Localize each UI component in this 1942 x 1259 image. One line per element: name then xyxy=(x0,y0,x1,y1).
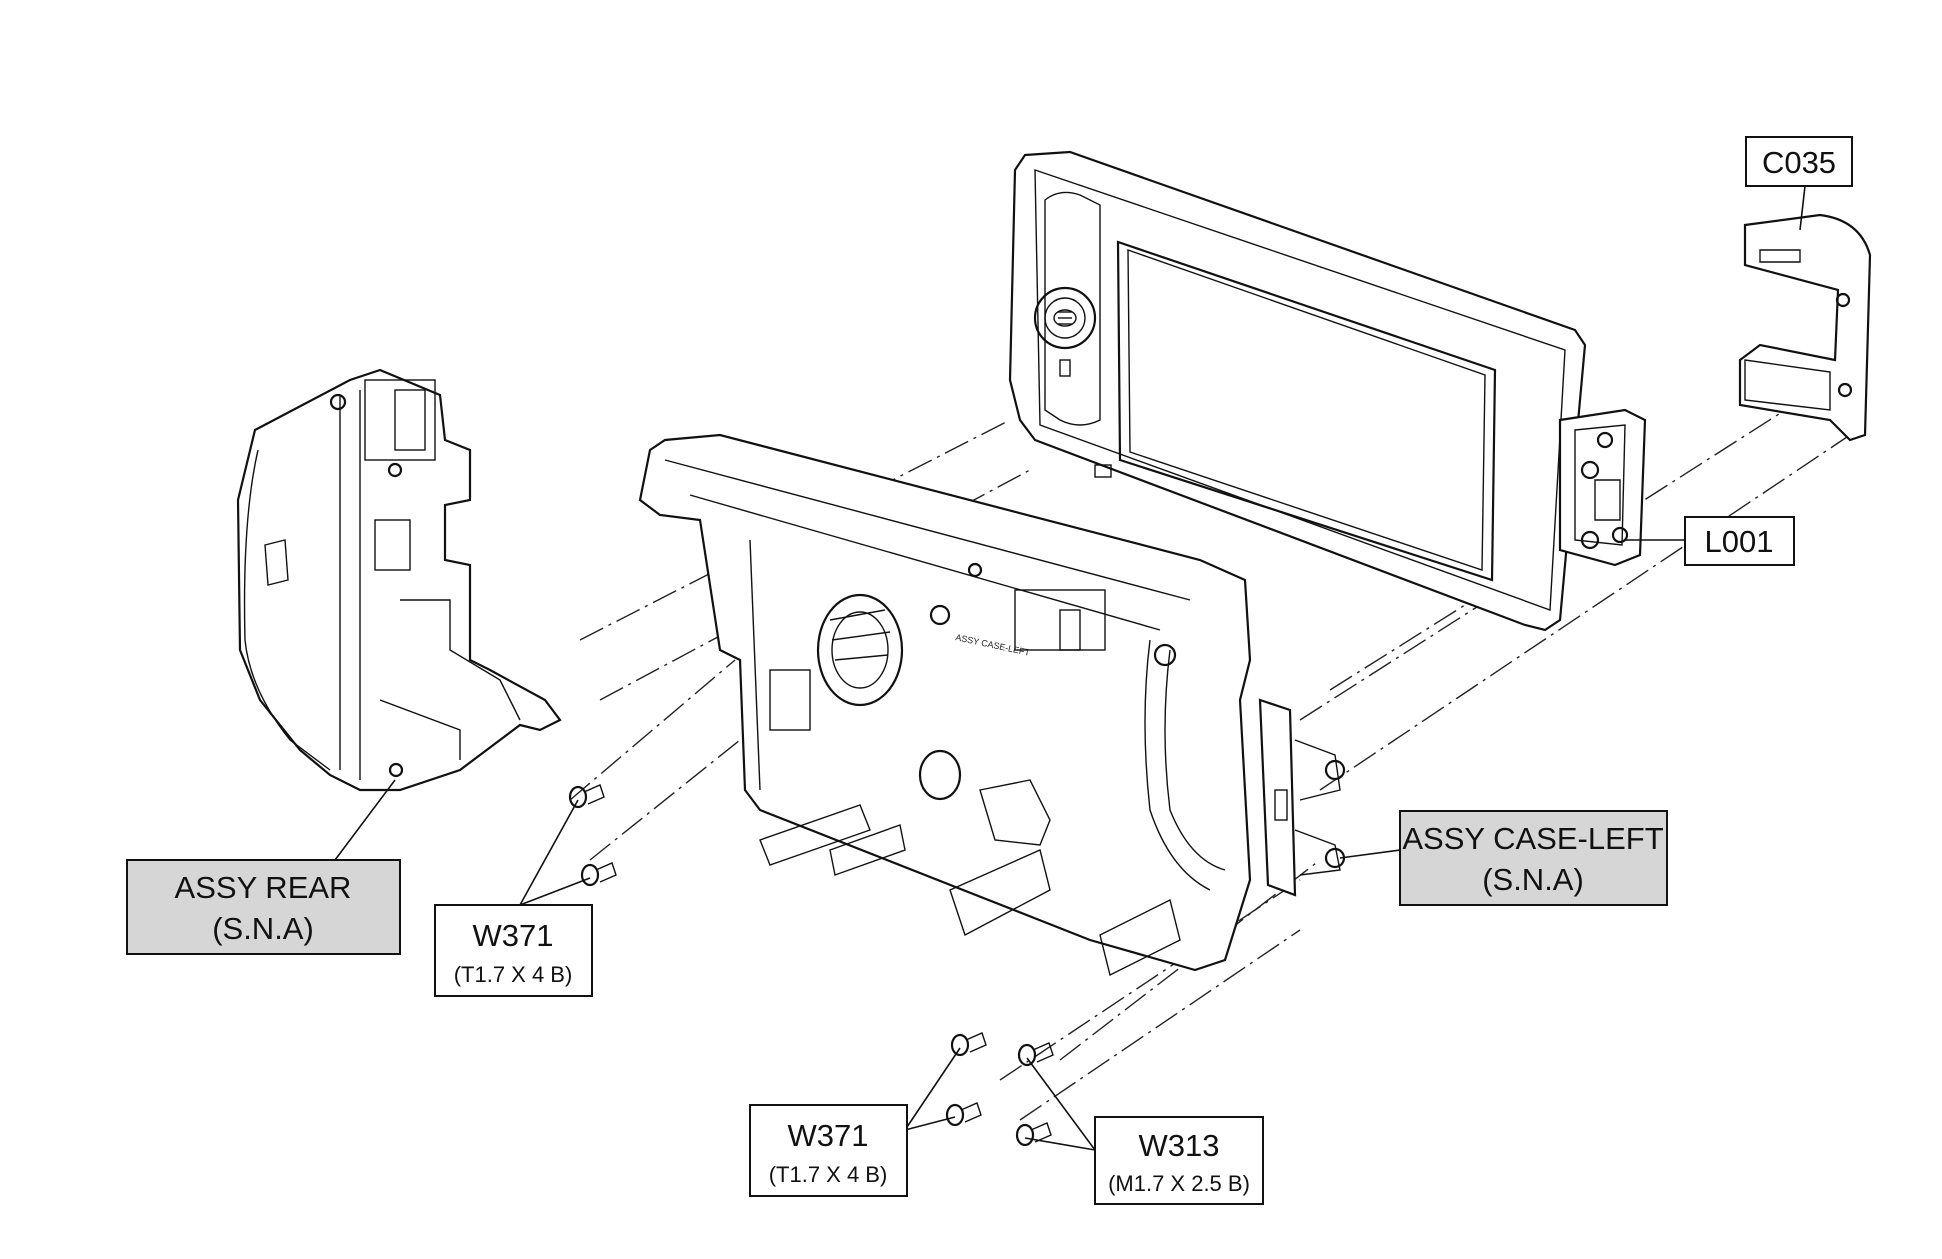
label-w371-upper: W371 (T1.7 X 4 B) xyxy=(434,904,593,997)
label-w371-upper-code: W371 xyxy=(473,918,554,953)
assy-rear-part xyxy=(236,368,562,792)
lcd-panel xyxy=(1008,150,1647,632)
label-w371-lower-spec: (T1.7 X 4 B) xyxy=(769,1162,888,1187)
screw-w371-upper-2 xyxy=(580,862,617,887)
screws xyxy=(568,784,1054,1147)
label-assy-rear-line1: ASSY REAR xyxy=(175,870,352,905)
label-assy-rear: ASSY REAR (S.N.A) xyxy=(126,859,401,955)
label-w313: W313 (M1.7 X 2.5 B) xyxy=(1094,1116,1264,1205)
label-w371-lower-code: W371 xyxy=(788,1118,869,1153)
assy-case-left-part: ASSY CASE-LEFT xyxy=(638,433,1346,977)
label-l001-text: L001 xyxy=(1705,524,1774,559)
hinge-assembly xyxy=(1558,408,1647,567)
label-assy-case-left-line1: ASSY CASE-LEFT xyxy=(1402,821,1663,856)
label-w371-upper-spec: (T1.7 X 4 B) xyxy=(454,962,573,987)
side-bracket xyxy=(1258,698,1346,897)
label-assy-rear-line2: (S.N.A) xyxy=(212,911,314,946)
label-c035: C035 xyxy=(1745,136,1853,187)
internal-gear xyxy=(816,593,904,707)
label-w313-spec: (M1.7 X 2.5 B) xyxy=(1108,1171,1250,1196)
label-l001: L001 xyxy=(1684,516,1795,566)
label-assy-case-left: ASSY CASE-LEFT (S.N.A) xyxy=(1399,810,1668,906)
screw-w371-upper-1 xyxy=(568,784,605,809)
screw-w371-lower-1 xyxy=(950,1032,987,1057)
label-assy-case-left-line2: (S.N.A) xyxy=(1482,862,1584,897)
label-c035-text: C035 xyxy=(1762,145,1836,180)
dpad-control xyxy=(1033,286,1097,350)
label-w371-lower: W371 (T1.7 X 4 B) xyxy=(749,1104,908,1197)
label-w313-code: W313 xyxy=(1139,1128,1220,1163)
screw-w313-2 xyxy=(1015,1122,1052,1147)
cover-c035 xyxy=(1738,213,1872,442)
screw-w313-1 xyxy=(1017,1042,1054,1067)
screw-w371-lower-2 xyxy=(945,1102,982,1127)
leader-lines xyxy=(334,185,1806,1151)
